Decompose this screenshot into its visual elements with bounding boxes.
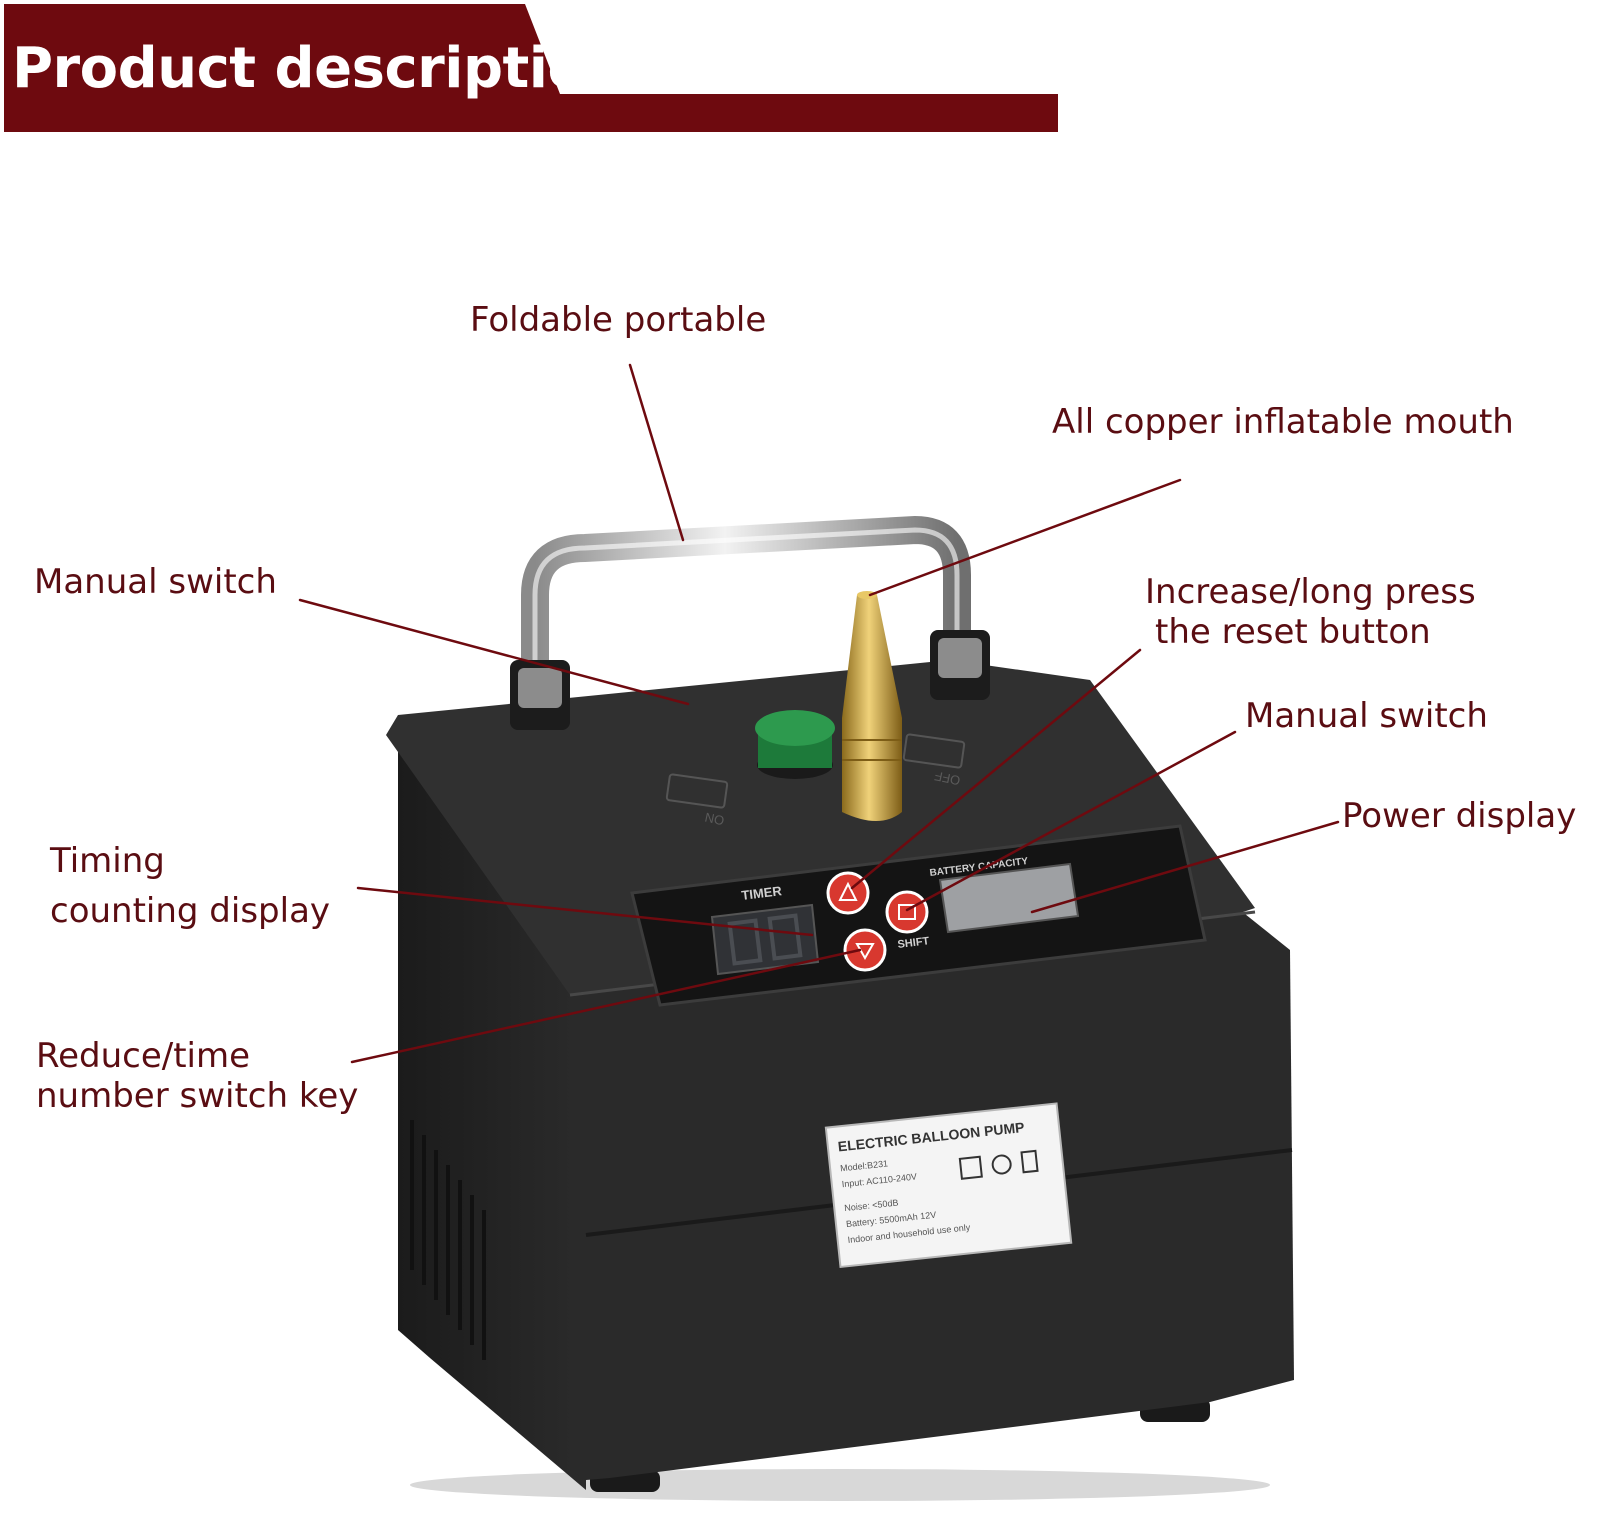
callout-timing-display: Timing counting display bbox=[50, 836, 330, 936]
callout-timing-line2: counting display bbox=[50, 891, 331, 931]
side-vent bbox=[410, 1120, 486, 1360]
callout-increase-line1: Increase/long press bbox=[1145, 572, 1476, 612]
page-title: Product description bbox=[12, 36, 625, 101]
callout-copper-mouth-text: All copper inflatable mouth bbox=[1052, 402, 1514, 442]
callout-foldable-portable: Foldable portable bbox=[470, 300, 766, 340]
certification-icons bbox=[958, 1149, 1039, 1180]
on-switch-icon bbox=[665, 773, 729, 809]
callout-increase-reset: Increase/long press the reset button bbox=[1145, 572, 1476, 652]
callout-copper-mouth: All copper inflatable mouth bbox=[1052, 402, 1514, 442]
handle-bar bbox=[521, 515, 971, 679]
callout-increase-line2: the reset button bbox=[1155, 612, 1431, 652]
control-panel: TIMER BATTERY CAPACITY SHIFT bbox=[630, 824, 1207, 1007]
callout-timing-line1: Timing bbox=[50, 841, 165, 881]
reduce-button[interactable] bbox=[843, 928, 887, 972]
callout-manual-switch-right: Manual switch bbox=[1245, 696, 1488, 736]
sticker-model: Model:B231 bbox=[840, 1158, 889, 1173]
leader-lines bbox=[298, 363, 1340, 1064]
panel-shift-label: SHIFT bbox=[897, 935, 930, 951]
callout-reduce-key: Reduce/time number switch key bbox=[36, 1036, 358, 1116]
device-side bbox=[398, 715, 586, 1490]
device-body bbox=[386, 660, 1294, 1490]
callout-foldable-text: Foldable portable bbox=[470, 300, 767, 340]
callout-reduce-line1: Reduce/time bbox=[36, 1036, 251, 1076]
valve-cap-icon bbox=[755, 710, 835, 779]
timer-digits bbox=[727, 913, 803, 966]
header-banner bbox=[4, 4, 1058, 132]
off-switch-icon bbox=[902, 733, 966, 769]
leader-timing bbox=[356, 886, 814, 937]
header-banner-shape bbox=[4, 4, 1058, 132]
callout-power-display-text: Power display bbox=[1342, 796, 1577, 836]
callout-reduce-line2: number switch key bbox=[36, 1076, 359, 1116]
top-markings bbox=[665, 733, 966, 809]
callout-manual-switch-right-text: Manual switch bbox=[1245, 696, 1488, 736]
spec-sticker: ELECTRIC BALLOON PUMP Model:B231 Input: … bbox=[824, 1102, 1073, 1269]
carry-handle bbox=[510, 515, 990, 730]
callout-power-display: Power display bbox=[1342, 796, 1576, 836]
top-on-label: ON bbox=[703, 810, 725, 829]
callout-manual-switch-left-text: Manual switch bbox=[34, 562, 277, 602]
leader-manual-switch-left bbox=[298, 598, 690, 706]
copper-nozzle-icon bbox=[842, 591, 902, 821]
top-off-label: OFF bbox=[933, 768, 962, 788]
panel-timer-label: TIMER bbox=[741, 883, 784, 903]
shift-button[interactable] bbox=[885, 890, 929, 934]
leader-increase bbox=[850, 648, 1142, 890]
ground-shadow bbox=[410, 1469, 1270, 1501]
callout-manual-switch-left: Manual switch bbox=[34, 562, 277, 602]
leader-manual-switch-right bbox=[905, 730, 1237, 912]
battery-display-icon bbox=[938, 862, 1080, 934]
leader-reduce bbox=[350, 948, 862, 1064]
leader-copper-mouth bbox=[868, 478, 1182, 597]
leader-power-display bbox=[1030, 820, 1340, 914]
leader-foldable bbox=[628, 363, 685, 542]
